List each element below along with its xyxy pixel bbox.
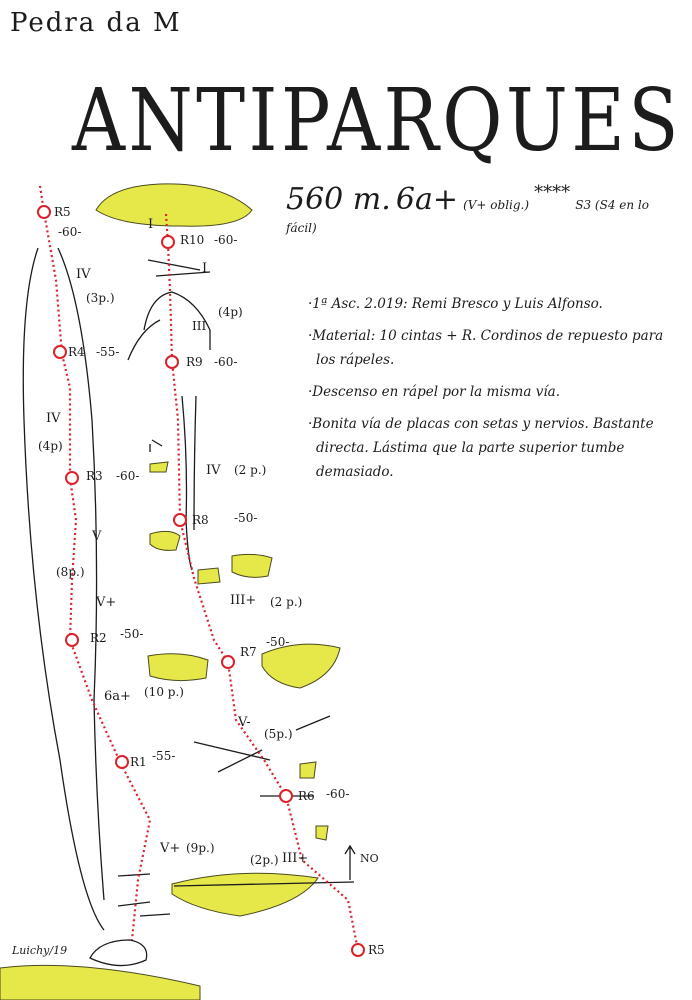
lichen-ground bbox=[0, 964, 201, 1000]
lichen-patch bbox=[315, 825, 329, 841]
pitch-length: -50- bbox=[120, 627, 143, 641]
anchor-right-r9 bbox=[165, 355, 179, 369]
anchor-right-r6 bbox=[279, 789, 293, 803]
lichen-patch bbox=[299, 761, 317, 779]
pitch-length: -60- bbox=[214, 355, 237, 369]
pitch-grade: V- bbox=[237, 715, 251, 730]
route-stats: 560 m. 6a+ (V+ oblig.) **** S3 (S4 en lo… bbox=[286, 182, 681, 236]
pitch-grade: III+ bbox=[282, 851, 308, 866]
protection-rating: S3 (S4 en lo fácil) bbox=[286, 198, 649, 235]
route-length: 560 m. bbox=[286, 182, 391, 217]
anchor-left-r4 bbox=[53, 345, 67, 359]
route-title: ANTIPARQUES bbox=[71, 71, 682, 171]
anchor-right-r8 bbox=[173, 513, 187, 527]
anchor-label: R3 bbox=[86, 469, 103, 483]
north-label: NO bbox=[360, 852, 379, 865]
anchor-label: R7 bbox=[240, 645, 257, 659]
anchor-label: R2 bbox=[90, 631, 107, 645]
pitch-bolts: (2 p.) bbox=[270, 595, 302, 609]
pitch-bolts: (2p.) bbox=[250, 853, 279, 867]
pitch-bolts: (3p.) bbox=[86, 291, 115, 305]
route-lines bbox=[38, 185, 360, 951]
pitch-grade: III bbox=[192, 319, 206, 333]
pitch-grade: I bbox=[148, 217, 153, 232]
anchors bbox=[37, 205, 365, 957]
anchor-label: R10 bbox=[180, 233, 204, 247]
pitch-bolts: (4p) bbox=[218, 305, 243, 319]
anchor-label: R8 bbox=[192, 513, 209, 527]
pitch-grade: I bbox=[202, 261, 207, 276]
pitch-length: -60- bbox=[58, 225, 81, 239]
anchor-left-r1 bbox=[115, 755, 129, 769]
author-signature: Luichy/19 bbox=[12, 944, 68, 957]
anchor-label: R5 bbox=[54, 205, 71, 219]
pitch-grade: IV bbox=[76, 267, 91, 282]
place-name: Pedra da M bbox=[10, 8, 182, 38]
pitch-bolts: (10 p.) bbox=[144, 685, 184, 699]
lichen-patches bbox=[0, 183, 341, 1000]
pitch-bolts: (9p.) bbox=[186, 841, 215, 855]
anchor-right-r7 bbox=[221, 655, 235, 669]
pitch-length: -50- bbox=[234, 511, 257, 525]
right-pitch-labels: R10 -60- R9 -60- R8 -50- R7 -50- R6 -60-… bbox=[148, 217, 385, 957]
lichen-patch bbox=[147, 653, 209, 682]
route-grade: 6a+ bbox=[395, 182, 458, 217]
pitch-length: -55- bbox=[152, 749, 175, 763]
pitch-bolts: (2 p.) bbox=[234, 463, 266, 477]
note-first-ascent: ·1ª Asc. 2.019: Remi Bresco y Luis Alfon… bbox=[308, 296, 603, 312]
pitch-length: -60- bbox=[214, 233, 237, 247]
pitch-length: -60- bbox=[116, 469, 139, 483]
note-material: ·Material: 10 cintas + R. Cordinos de re… bbox=[308, 328, 664, 368]
pitch-grade: III+ bbox=[230, 593, 256, 608]
pitch-grade: IV bbox=[206, 463, 221, 478]
pitch-length: -50- bbox=[266, 635, 289, 649]
lichen-patch bbox=[197, 567, 221, 585]
pitch-bolts: (5p.) bbox=[264, 727, 293, 741]
pitch-grade: 6a+ bbox=[104, 689, 131, 704]
north-arrow-icon bbox=[344, 844, 356, 880]
lichen-patch bbox=[231, 553, 273, 578]
rock-outlines bbox=[22, 247, 355, 967]
anchor-label: R6 bbox=[298, 789, 315, 803]
anchor-left-r5 bbox=[37, 205, 51, 219]
left-pitch-labels: R5 -60- R4 -55- R3 -60- R2 -50- R1 -55- … bbox=[38, 205, 215, 856]
lichen-patch bbox=[149, 530, 181, 551]
anchor-label: R9 bbox=[186, 355, 203, 369]
anchor-label: R5 bbox=[368, 943, 385, 957]
lichen-patch bbox=[149, 461, 169, 473]
anchor-label: R4 bbox=[68, 345, 85, 359]
anchor-left-r2 bbox=[65, 633, 79, 647]
pitch-length: -60- bbox=[326, 787, 349, 801]
pitch-grade: V+ bbox=[159, 841, 180, 856]
pitch-grade: V bbox=[91, 529, 102, 544]
pitch-length: -55- bbox=[96, 345, 119, 359]
right-route bbox=[164, 213, 360, 951]
star-rating: **** bbox=[534, 182, 571, 203]
obligatory-grade: (V+ oblig.) bbox=[463, 198, 530, 212]
pitch-grade: IV bbox=[46, 411, 61, 426]
route-notes: ·1ª Asc. 2.019: Remi Bresco y Luis Alfon… bbox=[308, 292, 680, 492]
anchor-right-r10 bbox=[161, 235, 175, 249]
anchor-left-r3 bbox=[65, 471, 79, 485]
pitch-bolts: (8p.) bbox=[56, 565, 85, 579]
note-descent: ·Descenso en rápel por la misma vía. bbox=[308, 384, 560, 400]
pitch-bolts: (4p) bbox=[38, 439, 63, 453]
anchor-right-r5 bbox=[351, 943, 365, 957]
anchor-label: R1 bbox=[130, 755, 147, 769]
pitch-grade: V+ bbox=[95, 595, 116, 610]
lichen-patch bbox=[171, 872, 319, 917]
note-description: ·Bonita vía de placas con setas y nervio… bbox=[308, 416, 654, 480]
lichen-summit bbox=[95, 183, 253, 227]
lichen-patch bbox=[261, 643, 341, 689]
